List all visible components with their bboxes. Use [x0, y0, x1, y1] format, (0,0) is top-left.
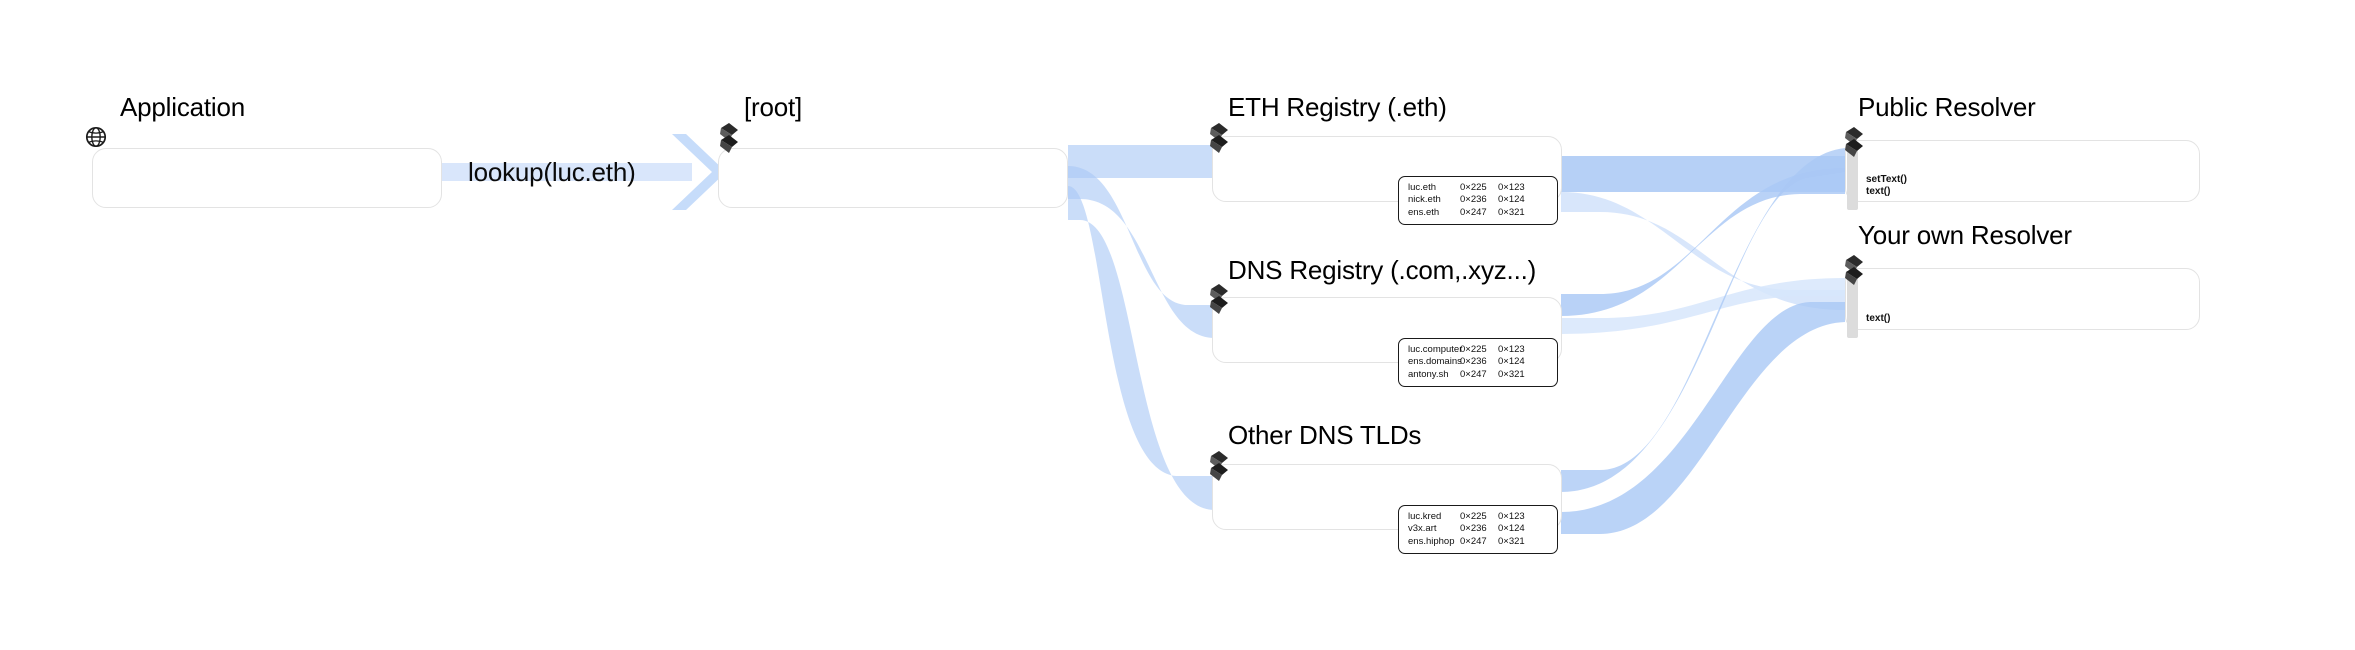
flow-dns-registry-to-public-resolver: [1561, 168, 1845, 316]
eth-registry-title: ETH Registry (.eth): [1228, 92, 1447, 122]
records-table-eth-registry: luc.eth 0×225 0×123 nick.eth 0×236 0×124…: [1398, 176, 1558, 225]
contract-icon-eth-registry: [1208, 122, 1230, 156]
record-col1: 0×225: [1460, 182, 1487, 193]
your-own-resolver-methods: text(): [1866, 313, 1891, 324]
record-name: luc.eth: [1408, 182, 1436, 193]
public-resolver-edge-bar: [1847, 146, 1858, 210]
record-col1: 0×247: [1460, 206, 1487, 218]
table-row: antony.sh 0×247 0×321: [1408, 369, 1549, 381]
table-row: luc.computer 0×225 0×123: [1408, 344, 1549, 356]
table-row: ens.domains 0×236 0×124: [1408, 356, 1549, 368]
globe-icon: [84, 125, 108, 149]
flow-dns-registry-to-your-own-resolver: [1561, 278, 1845, 334]
record-name: ens.domains: [1408, 356, 1462, 368]
contract-icon-other-dns-tlds: [1208, 450, 1230, 484]
record-col1: 0×236: [1460, 356, 1487, 368]
record-col1: 0×225: [1460, 511, 1487, 522]
record-col2: 0×123: [1498, 344, 1525, 355]
table-row: ens.hiphop 0×247 0×321: [1408, 536, 1549, 548]
record-name: ens.hiphop: [1408, 535, 1455, 547]
record-col2: 0×321: [1498, 368, 1525, 380]
other-dns-tlds-title: Other DNS TLDs: [1228, 420, 1422, 450]
record-col2: 0×124: [1498, 356, 1525, 368]
record-name: nick.eth: [1408, 194, 1441, 206]
record-col1: 0×247: [1460, 535, 1487, 547]
table-row: ens.eth 0×247 0×321: [1408, 207, 1549, 219]
records-table-dns-registry: luc.computer 0×225 0×123 ens.domains 0×2…: [1398, 338, 1558, 387]
root-title: [root]: [744, 92, 803, 122]
public-resolver-title: Public Resolver: [1858, 92, 2036, 122]
record-col2: 0×124: [1498, 523, 1525, 535]
link-label-lookup: lookup(luc.eth): [468, 157, 636, 187]
table-row: luc.kred 0×225 0×123: [1408, 511, 1549, 523]
record-name: luc.kred: [1408, 511, 1442, 522]
node-application[interactable]: [92, 148, 442, 208]
record-name: v3x.art: [1408, 523, 1437, 535]
record-col2: 0×123: [1498, 511, 1525, 522]
flow-root-to-dns-registry: [1068, 166, 1215, 338]
node-root[interactable]: [718, 148, 1068, 208]
your-own-resolver-title: Your own Resolver: [1858, 220, 2072, 250]
flow-eth-registry-to-public-resolver: [1561, 156, 1845, 192]
flow-other-dns-tlds-to-your-own-resolver: [1561, 302, 1845, 534]
flow-other-dns-tlds-to-public-resolver: [1561, 148, 1845, 492]
flow-eth-registry-to-your-own-resolver: [1561, 192, 1845, 310]
contract-icon-root: [718, 122, 740, 156]
record-col2: 0×321: [1498, 206, 1525, 218]
table-row: luc.eth 0×225 0×123: [1408, 182, 1549, 194]
record-col1: 0×236: [1460, 194, 1487, 206]
record-col2: 0×321: [1498, 535, 1525, 547]
flow-root-to-other-dns-tlds: [1068, 186, 1215, 510]
record-col1: 0×236: [1460, 523, 1487, 535]
table-row: nick.eth 0×236 0×124: [1408, 194, 1549, 206]
application-title: Application: [120, 92, 245, 122]
node-your-own-resolver[interactable]: [1845, 268, 2200, 330]
contract-icon-dns-registry: [1208, 283, 1230, 317]
public-resolver-methods: setText() text(): [1866, 174, 1907, 197]
record-col2: 0×123: [1498, 182, 1525, 193]
record-name: antony.sh: [1408, 368, 1449, 380]
record-col2: 0×124: [1498, 194, 1525, 206]
table-row: v3x.art 0×236 0×124: [1408, 523, 1549, 535]
node-public-resolver[interactable]: [1845, 140, 2200, 202]
record-name: ens.eth: [1408, 206, 1440, 218]
contract-icon-your-own-resolver: [1843, 254, 1865, 288]
your-own-resolver-edge-bar: [1847, 274, 1858, 338]
flow-root-to-eth-registry: [1068, 145, 1215, 178]
dns-registry-title: DNS Registry (.com,.xyz...): [1228, 255, 1537, 285]
record-col1: 0×225: [1460, 344, 1487, 355]
record-col1: 0×247: [1460, 368, 1487, 380]
contract-icon-public-resolver: [1843, 126, 1865, 160]
record-name: luc.computer: [1408, 344, 1463, 355]
records-table-other-dns-tlds: luc.kred 0×225 0×123 v3x.art 0×236 0×124…: [1398, 505, 1558, 554]
